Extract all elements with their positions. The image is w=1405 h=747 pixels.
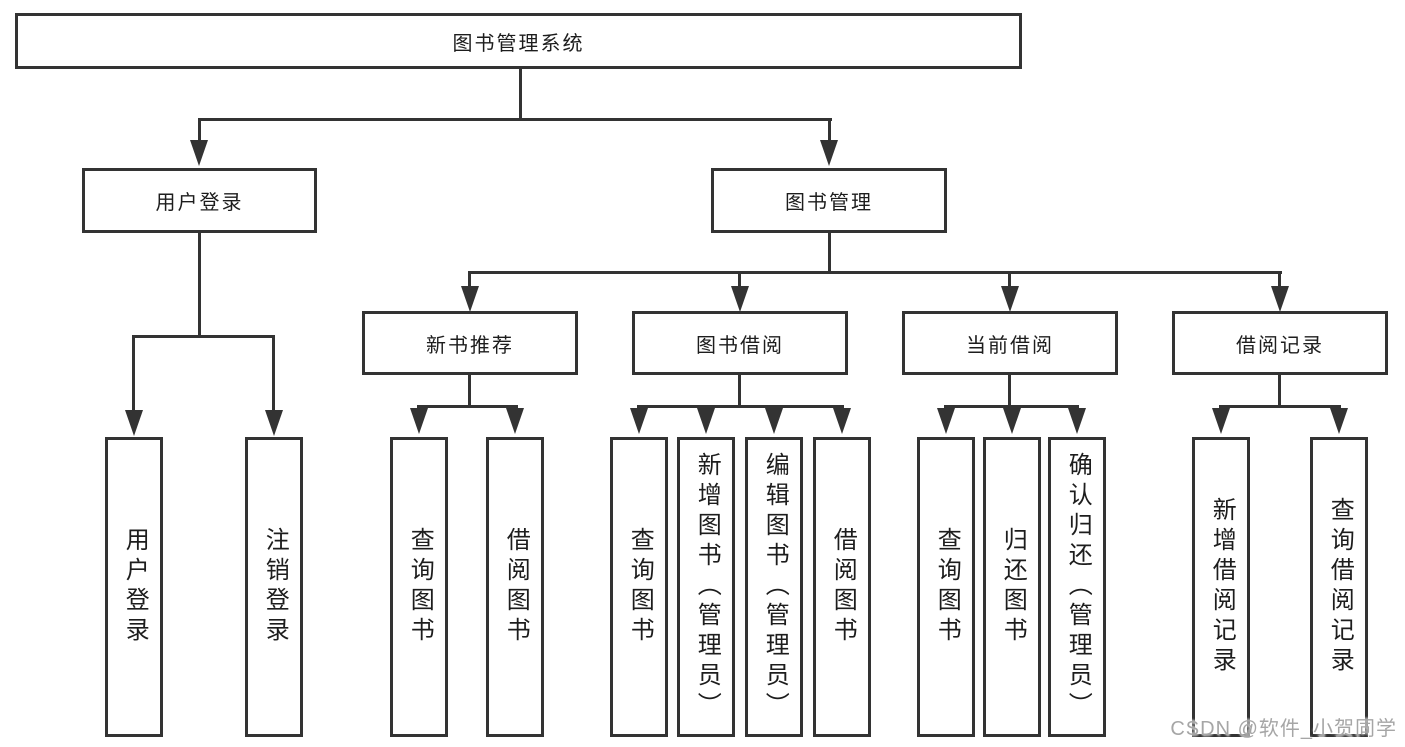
connector-stem-new-book-recommend (468, 271, 471, 290)
node-cb-query-books: 查询图书 (917, 437, 975, 737)
node-book-management-group: 图书管理 (711, 168, 947, 233)
node-label: 新增图书（管理员） (693, 452, 721, 722)
connector-level2-rail (198, 118, 832, 121)
connector-user-login-rail (132, 335, 275, 338)
connector-stem-user-login (132, 335, 135, 412)
arrowhead-down-icon (1001, 286, 1019, 312)
node-label: 注销登录 (261, 527, 289, 647)
node-label: 图书管理系统 (452, 32, 585, 55)
node-bb-edit-books-admin: 编辑图书（管理员） (745, 437, 803, 737)
node-label: 确认归还（管理员） (1064, 452, 1092, 722)
node-nbr-query-books: 查询图书 (390, 437, 448, 737)
arrowhead-down-icon (1330, 408, 1348, 434)
connector-cb-stem (1008, 375, 1011, 408)
node-user-login-group: 用户登录 (82, 168, 317, 233)
arrowhead-down-icon (937, 408, 955, 434)
connector-nbr-rail (417, 405, 518, 408)
connector-stem-logout (272, 335, 275, 412)
arrowhead-down-icon (1271, 286, 1289, 312)
node-bb-query-books: 查询图书 (610, 437, 668, 737)
connector-stem-book-mgmt-group (828, 118, 831, 144)
arrowhead-down-icon (125, 410, 143, 436)
node-label: 图书管理 (785, 192, 873, 214)
csdn-watermark: CSDN @软件_小贺同学 (1170, 718, 1397, 740)
connector-bb-stem (738, 375, 741, 408)
connector-book-mgmt-stem (828, 233, 831, 273)
node-label: 编辑图书（管理员） (761, 452, 789, 722)
node-book-borrow: 图书借阅 (632, 311, 848, 375)
arrowhead-down-icon (833, 408, 851, 434)
node-user-login: 用户登录 (105, 437, 163, 737)
node-label: 借阅图书 (502, 527, 530, 647)
connector-br-stem (1278, 375, 1281, 408)
node-label: 查询图书 (933, 527, 961, 647)
arrowhead-down-icon (731, 286, 749, 312)
node-nbr-borrow-books: 借阅图书 (486, 437, 544, 737)
connector-bb-rail (637, 405, 844, 408)
arrowhead-down-icon (630, 408, 648, 434)
connector-br-rail (1219, 405, 1341, 408)
node-current-borrow: 当前借阅 (902, 311, 1118, 375)
arrowhead-down-icon (1212, 408, 1230, 434)
connector-stem-current-borrow (1008, 271, 1011, 290)
node-label: 用户登录 (121, 527, 149, 647)
arrowhead-down-icon (697, 408, 715, 434)
arrowhead-down-icon (820, 140, 838, 166)
arrowhead-down-icon (765, 408, 783, 434)
connector-level3-rail (468, 271, 1282, 274)
node-label: 查询图书 (406, 527, 434, 647)
node-br-add-record: 新增借阅记录 (1192, 437, 1250, 737)
connector-root-stem (519, 69, 522, 120)
connector-stem-user-login-group (198, 118, 201, 144)
node-root-library-system: 图书管理系统 (15, 13, 1022, 69)
arrowhead-down-icon (461, 286, 479, 312)
node-label: 查询图书 (626, 527, 654, 647)
node-label: 借阅记录 (1236, 334, 1324, 357)
node-label: 当前借阅 (966, 334, 1054, 357)
connector-stem-borrow-records (1278, 271, 1281, 290)
node-cb-return-books: 归还图书 (983, 437, 1041, 737)
node-bb-borrow-books: 借阅图书 (813, 437, 871, 737)
node-label: 归还图书 (999, 527, 1027, 647)
arrowhead-down-icon (506, 408, 524, 434)
connector-stem-book-borrow (738, 271, 741, 290)
arrowhead-down-icon (410, 408, 428, 434)
connector-cb-rail (944, 405, 1079, 408)
node-cb-confirm-return-admin: 确认归还（管理员） (1048, 437, 1106, 737)
arrowhead-down-icon (265, 410, 283, 436)
arrowhead-down-icon (1003, 408, 1021, 434)
connector-user-login-stem (198, 233, 201, 337)
node-bb-add-books-admin: 新增图书（管理员） (677, 437, 735, 737)
node-label: 用户登录 (155, 192, 244, 214)
node-borrow-records: 借阅记录 (1172, 311, 1388, 375)
arrowhead-down-icon (1068, 408, 1086, 434)
node-new-book-recommend: 新书推荐 (362, 311, 578, 375)
node-label: 查询借阅记录 (1326, 497, 1354, 677)
arrowhead-down-icon (190, 140, 208, 166)
node-label: 新增借阅记录 (1208, 497, 1236, 677)
node-logout: 注销登录 (245, 437, 303, 737)
node-label: 借阅图书 (829, 527, 857, 647)
connector-nbr-stem (468, 375, 471, 408)
node-br-query-record: 查询借阅记录 (1310, 437, 1368, 737)
node-label: 图书借阅 (696, 334, 784, 357)
node-label: 新书推荐 (426, 334, 514, 357)
